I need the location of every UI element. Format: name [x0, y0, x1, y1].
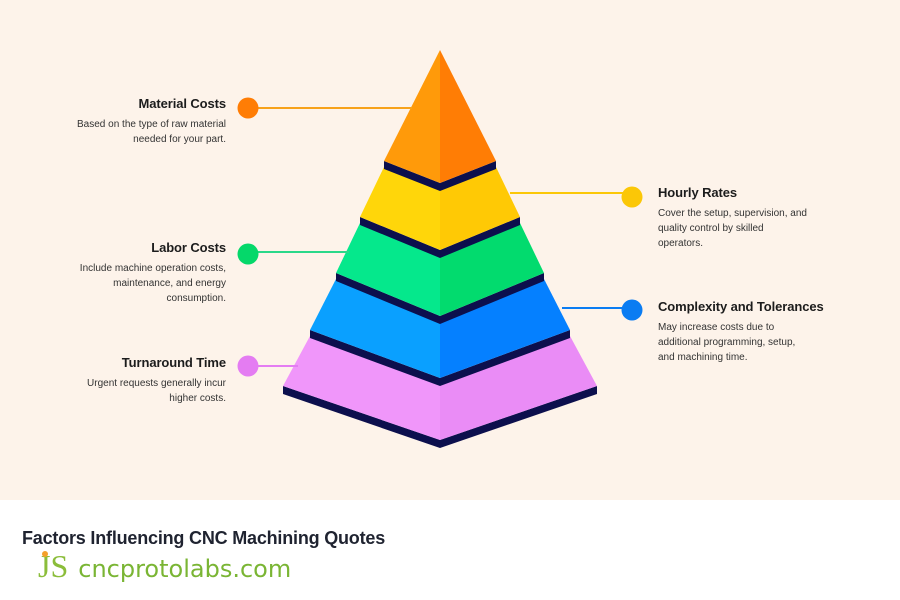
desc-line: higher costs.	[169, 393, 226, 404]
callout-hourly-rates: Hourly Rates Cover the setup, supervisio…	[658, 185, 848, 251]
desc-line: Based on the type of raw material	[77, 119, 226, 130]
pyramid-layer-hourly	[360, 167, 520, 258]
callout-title: Hourly Rates	[658, 185, 737, 200]
desc-line: Urgent requests generally incur	[87, 378, 226, 389]
desc-line: Include machine operation costs,	[79, 263, 226, 274]
desc-line: May increase costs due to	[658, 322, 775, 333]
pyramid-layer-material	[384, 50, 496, 191]
connector-turnaround	[237, 355, 298, 377]
callout-description: Urgent requests generally incur higher c…	[36, 376, 226, 406]
callout-description: Cover the setup, supervision, and qualit…	[658, 206, 848, 251]
desc-line: Cover the setup, supervision, and	[658, 208, 807, 219]
callout-complexity-tolerances: Complexity and Tolerances May increase c…	[658, 299, 858, 365]
pyramid-layer-turnaround	[283, 336, 597, 448]
callout-title: Labor Costs	[151, 240, 226, 255]
diagram-canvas: Material Costs Based on the type of raw …	[0, 0, 900, 500]
desc-line: operators.	[658, 238, 704, 249]
desc-line: quality control by skilled	[658, 223, 764, 234]
callout-description: May increase costs due to additional pro…	[658, 320, 858, 365]
callout-title: Material Costs	[138, 96, 227, 111]
connector-labor	[237, 243, 349, 265]
desc-line: maintenance, and energy	[113, 278, 226, 289]
callout-description: Include machine operation costs, mainten…	[36, 261, 226, 306]
desc-line: needed for your part.	[133, 134, 226, 145]
callout-description: Based on the type of raw material needed…	[36, 117, 226, 147]
callout-turnaround-time: Turnaround Time Urgent requests generall…	[36, 355, 226, 406]
logo-dot-icon	[42, 551, 48, 557]
connector-complexity	[562, 299, 643, 321]
callout-labor-costs: Labor Costs Include machine operation co…	[36, 240, 226, 306]
figure-caption: Factors Influencing CNC Machining Quotes	[22, 528, 386, 548]
js-logo-mark: JS	[38, 549, 68, 583]
connector-hourly	[510, 186, 643, 208]
callout-material-costs: Material Costs Based on the type of raw …	[36, 96, 226, 147]
pyramid-layer-complexity	[310, 279, 570, 386]
cost-pyramid	[237, 50, 643, 448]
brand-logo[interactable]: JS cncprotolabs.com	[38, 549, 291, 586]
desc-line: and machining time.	[658, 352, 748, 363]
brand-domain: cncprotolabs.com	[78, 555, 292, 583]
desc-line: consumption.	[166, 293, 226, 304]
connector-material	[237, 97, 412, 119]
callout-title: Turnaround Time	[121, 355, 226, 370]
callout-title: Complexity and Tolerances	[658, 299, 824, 314]
desc-line: additional programming, setup,	[658, 337, 796, 348]
